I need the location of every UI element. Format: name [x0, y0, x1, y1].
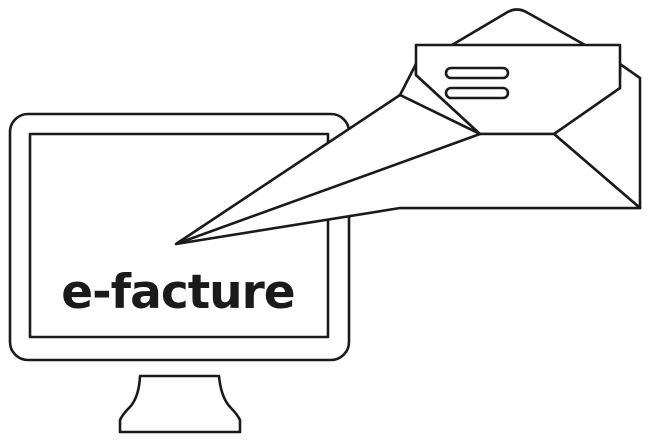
beam-crease: [175, 132, 481, 246]
letter-line-2: [444, 86, 510, 100]
monitor-stand: [118, 374, 242, 434]
monitor-screen: [28, 132, 330, 339]
letter-line-1: [444, 66, 510, 80]
monitor-icon: [8, 112, 351, 434]
beam-shape: [174, 93, 642, 246]
screen-caption: e-facture: [61, 265, 294, 320]
monitor-bezel: [8, 112, 351, 362]
sending-beam: [174, 93, 642, 246]
envelope-flap: [450, 8, 587, 47]
